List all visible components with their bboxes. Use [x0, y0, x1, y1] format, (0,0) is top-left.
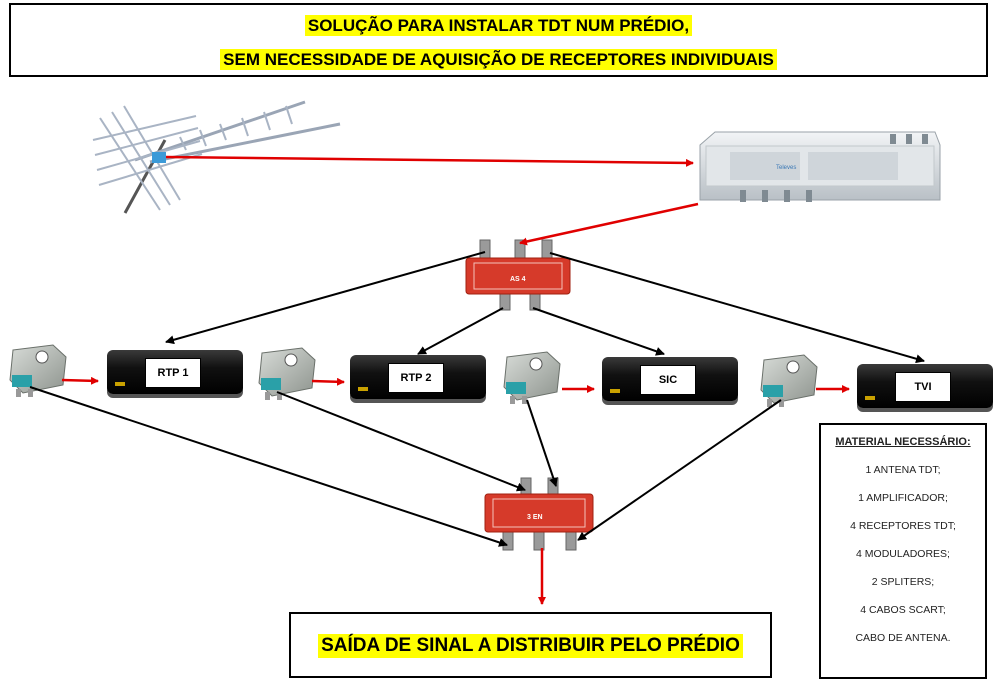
arrow-splitter-to-rtp1 [165, 251, 486, 345]
arrow-splitter-to-sic [532, 307, 665, 356]
material-item: 1 ANTENA TDT; [865, 464, 941, 476]
material-item: 4 CABOS SCART; [860, 604, 946, 616]
receiver-label-rtp1: RTP 1 [145, 358, 201, 388]
receiver-logo [610, 389, 620, 393]
tdt-receiver-tvi: TVI [857, 364, 993, 408]
modulator-icon [503, 351, 561, 404]
tdt-receiver-rtp1: RTP 1 [107, 350, 243, 394]
arrow-antenna-to-amplifier [165, 155, 694, 167]
tdt-receiver-rtp2: RTP 2 [350, 355, 486, 399]
receiver-label-sic: SIC [640, 365, 696, 395]
arrow-splitter-to-rtp2 [417, 307, 504, 355]
splitter-bottom-label: 3 EN [527, 514, 543, 521]
splitter-bottom-icon: 3 EN [484, 477, 594, 551]
arrow-mod1-to-splitter [29, 386, 508, 547]
material-item: 4 MODULADORES; [856, 548, 950, 560]
output-label: SAÍDA DE SINAL A DISTRIBUIR PELO PRÉDIO [318, 634, 743, 658]
title-line-2: SEM NECESSIDADE DE AQUISIÇÃO DE RECEPTOR… [220, 49, 777, 70]
arrow-modulator-to-rtp1 [61, 376, 99, 385]
arrow-mod2-to-splitter [276, 391, 526, 492]
receiver-label-rtp2: RTP 2 [388, 363, 444, 393]
arrow-amplifier-to-splitter [519, 202, 699, 246]
material-title: MATERIAL NECESSÁRIO: [835, 436, 971, 448]
receiver-label-tvi: TVI [895, 372, 951, 402]
title-box: SOLUÇÃO PARA INSTALAR TDT NUM PRÉDIO, SE… [9, 3, 988, 77]
modulator-icon [9, 344, 67, 397]
modulator-icon [258, 347, 316, 400]
amplifier-icon: Televes [699, 131, 941, 202]
receiver-logo [358, 387, 368, 391]
material-item: CABO DE ANTENA. [855, 632, 951, 644]
arrow-mod3-to-splitter [526, 399, 558, 487]
title-line-1: SOLUÇÃO PARA INSTALAR TDT NUM PRÉDIO, [304, 15, 693, 36]
output-box: SAÍDA DE SINAL A DISTRIBUIR PELO PRÉDIO [289, 612, 772, 678]
arrow-modulator-to-rtp2 [311, 377, 345, 386]
arrow-mod4-to-splitter [577, 399, 782, 541]
arrow-splitter-to-tvi [549, 252, 925, 364]
receiver-logo [115, 382, 125, 386]
splitter-top-icon: AS 4 [465, 239, 571, 311]
material-item: 2 SPLITERS; [871, 576, 935, 588]
tdt-receiver-sic: SIC [602, 357, 738, 401]
splitter-top-label: AS 4 [510, 276, 526, 283]
material-item: 4 RECEPTORES TDT; [850, 520, 956, 532]
material-list: MATERIAL NECESSÁRIO: 1 ANTENA TDT; 1 AMP… [819, 423, 987, 679]
modulator-icon [760, 354, 818, 407]
material-item: 1 AMPLIFICADOR; [858, 492, 948, 504]
svg-text:Televes: Televes [776, 165, 796, 171]
receiver-logo [865, 396, 875, 400]
tdt-antenna-icon [92, 100, 341, 214]
